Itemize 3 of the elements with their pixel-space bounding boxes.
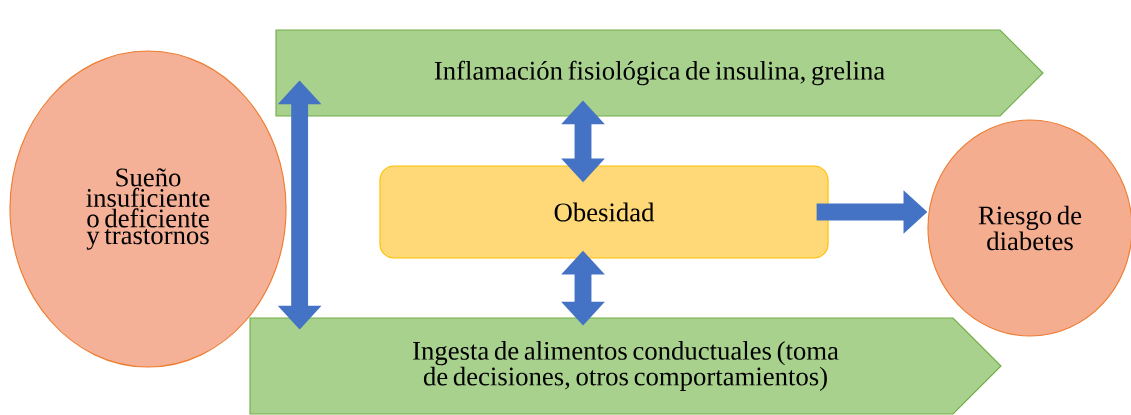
arrow-banner: Ingesta de alimentos conductuales (toma de decisiones, otros comportamientos) — [249, 317, 1002, 415]
process-box: Obesidad — [379, 165, 829, 259]
arrow-banner: Inflamación fisiológica de insulina, grelina — [275, 29, 1044, 117]
